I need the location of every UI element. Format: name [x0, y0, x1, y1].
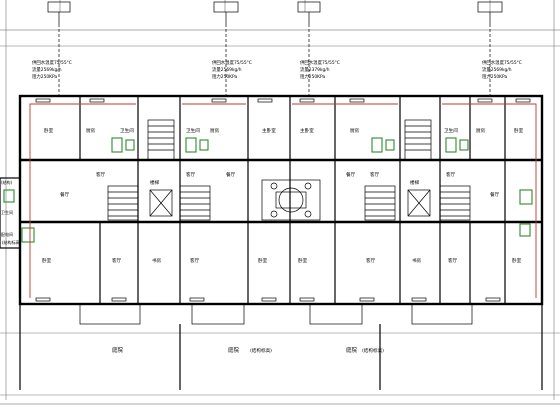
svg-text:流量2569kg/h: 流量2569kg/h: [32, 66, 62, 73]
svg-text:阻力250KPa: 阻力250KPa: [482, 73, 507, 80]
svg-text:供回水温度75/55°C: 供回水温度75/55°C: [32, 59, 72, 66]
room-label: 主卧室: [300, 127, 314, 134]
room-label: 客厅: [112, 257, 122, 264]
svg-text:卫生间: 卫生间: [1, 209, 13, 215]
room-label: 卧室: [298, 257, 308, 264]
room-labels: 卧室 厨房 卫生间 卫生间 厨房 主卧室 主卧室 厨房 卫生间 厨房 卧室 餐厅…: [42, 127, 524, 264]
stair-core-left: [107, 119, 211, 221]
balconies: [19, 303, 543, 390]
entry-marker-4: [477, 1, 503, 24]
room-label: 卧室: [258, 257, 268, 264]
room-label: 客厅: [366, 257, 376, 264]
entry-marker-3: [297, 1, 321, 24]
svg-text:供回水温度75/55°C: 供回水温度75/55°C: [212, 59, 252, 66]
room-label: 客厅: [190, 257, 200, 264]
room-label: 卧室: [512, 257, 522, 264]
central-dining-set: [261, 179, 321, 221]
room-label: 餐厅: [346, 171, 356, 178]
reference-grid: [0, 0, 560, 405]
room-label: 餐厅: [226, 171, 236, 178]
svg-text:配电间: 配电间: [1, 231, 13, 237]
svg-text:阻力250KPa: 阻力250KPa: [212, 73, 237, 80]
room-label: 餐厅: [60, 191, 70, 198]
struct-level-label: (结构标高): [362, 347, 384, 354]
radiators: [35, 98, 531, 302]
entry-note-1: 供回水温度75/55°C 流量2569kg/h 阻力250KPa: [32, 59, 72, 80]
svg-text:流量2569kg/h: 流量2569kg/h: [482, 66, 512, 73]
room-label: 客厅: [446, 171, 456, 178]
room-label: 厨房: [210, 127, 220, 134]
room-label: 卫生间: [186, 127, 200, 134]
room-label: 书房: [412, 257, 422, 264]
svg-text:阻力250KPa: 阻力250KPa: [300, 73, 325, 80]
entry-note-2: 供回水温度75/55°C 流量2569kg/h 阻力250KPa: [212, 59, 252, 80]
room-label: 客厅: [96, 171, 106, 178]
entry-markers: [47, 1, 503, 24]
room-label: 卫生间: [444, 127, 458, 134]
room-label: 客厅: [448, 257, 458, 264]
entry-note-3: 供回水温度75/55°C 流量2379kg/h 阻力250KPa: [300, 59, 340, 80]
svg-text:供回水温度75/55°C: 供回水温度75/55°C: [300, 59, 340, 66]
entry-note-4: 供回水温度75/55°C 流量2569kg/h 阻力250KPa: [482, 59, 522, 80]
room-label: 客厅: [186, 171, 196, 178]
struct-level-label: (结构标高): [250, 347, 272, 354]
courtyard-labels: 庭院 庭院 庭院 (结构标高) (结构标高): [112, 346, 384, 354]
entry-notes: 供回水温度75/55°C 流量2569kg/h 阻力250KPa 供回水温度75…: [32, 59, 522, 80]
svg-text:流量2379kg/h: 流量2379kg/h: [300, 66, 330, 73]
bathroom-fixtures: [3, 137, 533, 243]
room-label: 卫生间: [120, 127, 134, 134]
svg-text:流量2569kg/h: 流量2569kg/h: [212, 66, 242, 73]
room-label: 厨房: [476, 127, 486, 134]
courtyard-label: 庭院: [346, 346, 358, 354]
entry-marker-2: [213, 1, 239, 24]
stair-core-right: [364, 119, 471, 221]
room-label: 客厅: [370, 171, 380, 178]
entry-marker-1: [47, 1, 71, 24]
svg-text:(结构标高): (结构标高): [2, 239, 22, 245]
courtyard-label: 庭院: [228, 346, 240, 354]
room-label: 厨房: [86, 127, 96, 134]
room-label: 卧室: [514, 127, 524, 134]
room-label: 书房: [152, 257, 162, 264]
room-label: 厨房: [350, 127, 360, 134]
courtyard-label: 庭院: [112, 346, 124, 354]
room-label: 卧室: [42, 257, 52, 264]
room-label: 主卧室: [262, 127, 276, 134]
svg-text:供回水温度75/55°C: 供回水温度75/55°C: [482, 59, 522, 66]
left-annex-labels: (结构) 卫生间 配电间 (结构标高): [1, 179, 22, 245]
heating-pipes: [29, 24, 537, 298]
building-walls: [0, 94, 544, 306]
svg-text:(结构): (结构): [1, 179, 13, 185]
room-label: 楼梯: [410, 179, 420, 186]
room-label: 餐厅: [490, 191, 500, 198]
room-label: 楼梯: [150, 179, 160, 186]
room-label: 卧室: [44, 127, 54, 134]
svg-text:阻力250KPa: 阻力250KPa: [32, 73, 57, 80]
